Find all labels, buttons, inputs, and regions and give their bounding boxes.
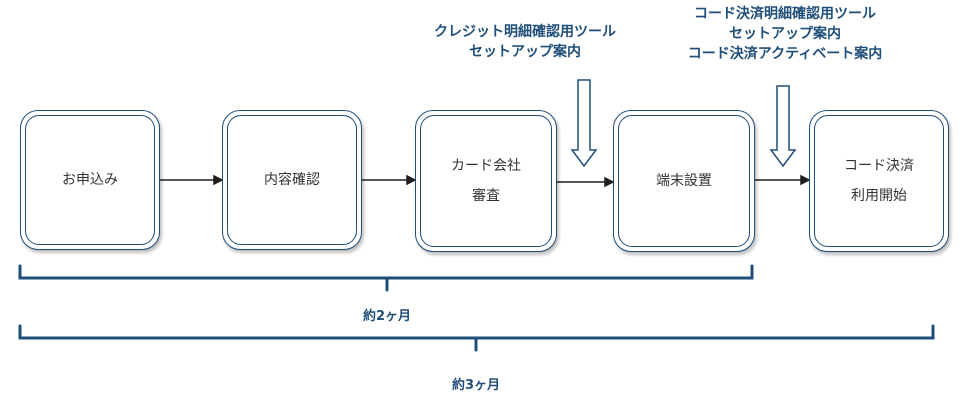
step-card-review: カード会社 審査 [415,110,557,252]
note-line: コード決済アクティベート案内 [687,46,883,62]
step-label: 内容確認 [264,172,320,188]
step-label: 審査 [472,188,500,204]
step-label: カード会社 [451,158,521,174]
connector-arrowhead [406,174,417,186]
step-terminal-install: 端末設置 [613,110,755,252]
step-apply: お申込み [20,110,160,250]
note-credit-tool: クレジット明細確認用ツール セットアップ案内 [400,22,650,62]
step-code-start: コード決済 利用開始 [809,110,949,252]
bracket-two-months [18,264,754,280]
connector-arrowhead [800,174,811,186]
step-label: コード決済 [844,158,914,174]
connector-arrowhead [604,176,615,188]
period-three-months: 約3ヶ月 [451,378,501,393]
down-arrow-code [769,85,797,168]
note-line: コード決済明細確認用ツール [694,6,876,22]
note-line: クレジット明細確認用ツール [434,24,616,40]
note-line: セットアップ案内 [729,26,841,42]
bracket-three-months [18,324,935,340]
step-label: 端末設置 [656,173,712,189]
step-label: お申込み [62,172,118,188]
note-code-tool: コード決済明細確認用ツール セットアップ案内 コード決済アクティベート案内 [650,4,920,64]
step-label: 利用開始 [851,188,907,204]
down-arrow-credit [570,79,598,168]
note-line: セットアップ案内 [469,44,581,60]
period-two-months: 約2ヶ月 [362,309,412,324]
connector-arrowhead [213,174,224,186]
step-confirm: 内容確認 [222,110,362,250]
